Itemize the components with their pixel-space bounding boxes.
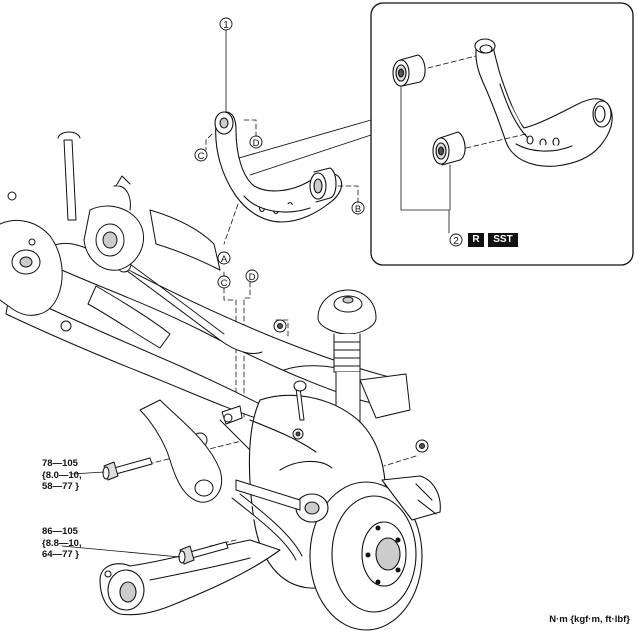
svg-text:C: C (221, 278, 228, 289)
callout-d-top: D (249, 135, 263, 149)
callout-a-mid: A (217, 251, 231, 265)
inset-bushing-upper (392, 54, 426, 87)
svg-text:B: B (355, 204, 361, 215)
lateral-link (231, 479, 303, 561)
sst-tag: SST (488, 233, 518, 247)
upper-arm-exploded (214, 111, 343, 223)
torque-lower-bolt: 86—105 {8.8—10, 64—77 } (42, 526, 82, 561)
torque-upper-bolt: 78—105 {8.0—10, 58—77 } (42, 458, 82, 493)
nut-mid (292, 428, 304, 440)
lower-arm-bolt (178, 541, 229, 565)
torque-line: 64—77 } (42, 549, 79, 560)
upper-mount-bolt (102, 457, 153, 481)
torque-units-note: N·m {kgf·m, ft·lbf} (549, 614, 630, 625)
rear-subframe (0, 191, 411, 503)
callout-c-mid: C (217, 275, 231, 289)
replace-tag: R (468, 233, 484, 247)
inset-detail-box: 2 (370, 2, 634, 266)
knuckle-left (83, 175, 144, 271)
callout-b-top: B (351, 201, 365, 215)
nut-upper (273, 319, 287, 333)
callout-2: 2 (449, 233, 463, 247)
torque-line: {8.8—10, (42, 537, 82, 549)
torque-line: {8.0—10, (42, 469, 82, 481)
brake-rotor-hub (248, 394, 441, 631)
inset-bushing-lower (432, 131, 466, 166)
torque-leaders (61, 471, 181, 558)
svg-text:2: 2 (453, 236, 459, 247)
torque-line: 58—77 } (42, 481, 79, 492)
inset-upper-arm (474, 38, 613, 167)
lower-arm (99, 539, 281, 616)
inset-connector (231, 119, 372, 176)
svg-text:D: D (253, 138, 260, 149)
svg-text:A: A (221, 254, 228, 265)
svg-text:D: D (249, 272, 256, 283)
svg-text:C: C (198, 151, 205, 162)
stabilizer-end-link (221, 380, 307, 425)
callout-d-mid: D (245, 269, 259, 283)
callout-1: 1 (219, 17, 233, 113)
torque-line: 86—105 (42, 526, 78, 537)
torque-line: 78—105 (42, 458, 78, 469)
svg-text:1: 1 (223, 20, 229, 31)
callout-c-top: C (194, 148, 208, 162)
nut-right (415, 439, 429, 453)
stabilizer-link (57, 131, 263, 354)
